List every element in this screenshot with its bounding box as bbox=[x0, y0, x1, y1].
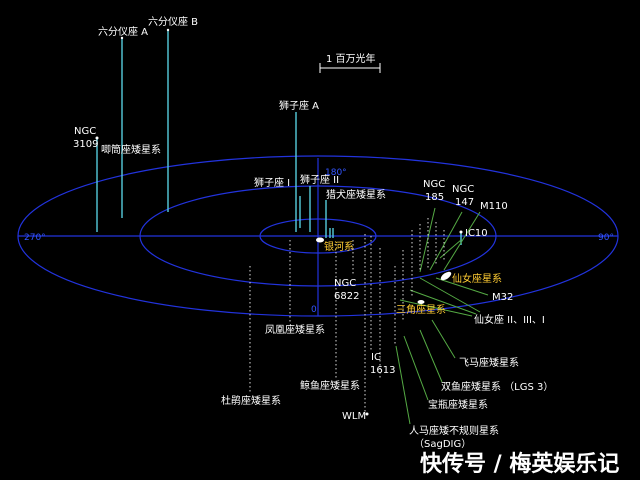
andromeda-label: 仙女座星系 bbox=[452, 272, 502, 285]
sagdig-label-line2: （SagDIG） bbox=[414, 438, 471, 450]
ngc185-line bbox=[419, 207, 436, 273]
degree-270-label: 270° bbox=[24, 233, 46, 243]
leo-ii-label: 狮子座 II bbox=[300, 173, 339, 186]
andromeda-dwarfs-label: 仙女座 II、III、I bbox=[474, 313, 545, 326]
sagdig-label-line1: 人马座矮不规则星系 bbox=[409, 424, 499, 437]
ngc6822-label-line1: NGC bbox=[334, 278, 356, 289]
m32-line bbox=[435, 277, 489, 296]
milky-way-marker bbox=[316, 237, 324, 243]
wlm-marker bbox=[365, 412, 369, 416]
degree-0-label: 0 bbox=[311, 305, 317, 315]
triangulum-label: 三角座星系 bbox=[396, 303, 446, 316]
ngc185-label-line1: NGC bbox=[423, 179, 445, 190]
milky-way-label: 银河系 bbox=[324, 240, 354, 253]
andromeda-dwarf-line-1 bbox=[419, 277, 481, 313]
watermark-text: 快传号 / 梅英娱乐记 bbox=[420, 451, 619, 477]
triangulum-marker bbox=[417, 300, 425, 304]
pisces-line bbox=[419, 329, 443, 383]
degree-180-label: 180° bbox=[325, 168, 347, 178]
andromeda-dwarf-line-3 bbox=[399, 299, 473, 317]
ngc3109-label-line2: 3109 bbox=[73, 139, 98, 150]
ic1613-label-line1: IC bbox=[371, 352, 381, 363]
phoenix-label: 凤凰座矮星系 bbox=[265, 323, 325, 336]
ic10-label: IC10 bbox=[465, 228, 488, 239]
m110-line bbox=[443, 211, 481, 271]
wlm-label: WLM bbox=[342, 411, 366, 422]
sextans-a-label: 六分仪座 A bbox=[98, 25, 148, 38]
aquarius-label: 宝瓶座矮星系 bbox=[428, 398, 488, 411]
pegasus-line bbox=[431, 319, 456, 359]
aquarius-line bbox=[403, 335, 429, 401]
andromeda-marker bbox=[440, 271, 452, 281]
ngc6822-label-line2: 6822 bbox=[334, 291, 359, 302]
ngc147-line bbox=[429, 211, 463, 271]
ngc147-label-line2: 147 bbox=[455, 197, 474, 208]
sextans-b-label: 六分仪座 B bbox=[148, 15, 198, 28]
pisces-label: 双鱼座矮星系 （LGS 3） bbox=[441, 380, 553, 393]
scale-bar-label: 1 百万光年 bbox=[326, 52, 376, 65]
sextans-a-marker bbox=[120, 36, 124, 40]
leo-i-label: 狮子座 I bbox=[254, 176, 290, 189]
ic1613-label-line2: 1613 bbox=[370, 365, 395, 376]
pegasus-label: 飞马座矮星系 bbox=[459, 356, 519, 369]
ic10-green-line bbox=[439, 239, 462, 259]
ngc3109-label-line1: NGC bbox=[74, 126, 96, 137]
cetus-label: 鲸鱼座矮星系 bbox=[300, 379, 360, 392]
ngc147-label-line1: NGC bbox=[452, 184, 474, 195]
m32-label: M32 bbox=[492, 292, 513, 303]
andromeda-dwarf-line-2 bbox=[409, 289, 477, 315]
m110-label: M110 bbox=[480, 201, 508, 212]
leo-a-label: 狮子座 A bbox=[279, 99, 319, 112]
sagdig-line bbox=[395, 345, 411, 425]
ic10-marker bbox=[459, 230, 463, 234]
ngc185-label-line2: 185 bbox=[425, 192, 444, 203]
sextans-b-marker bbox=[166, 28, 170, 32]
tucana-label: 杜鹃座矮星系 bbox=[221, 394, 281, 407]
degree-90-label: 90° bbox=[598, 233, 614, 243]
canes-label: 猎犬座矮星系 bbox=[326, 188, 386, 201]
antlia-label: 唧筒座矮星系 bbox=[101, 143, 161, 156]
ngc3109-marker bbox=[95, 136, 99, 140]
